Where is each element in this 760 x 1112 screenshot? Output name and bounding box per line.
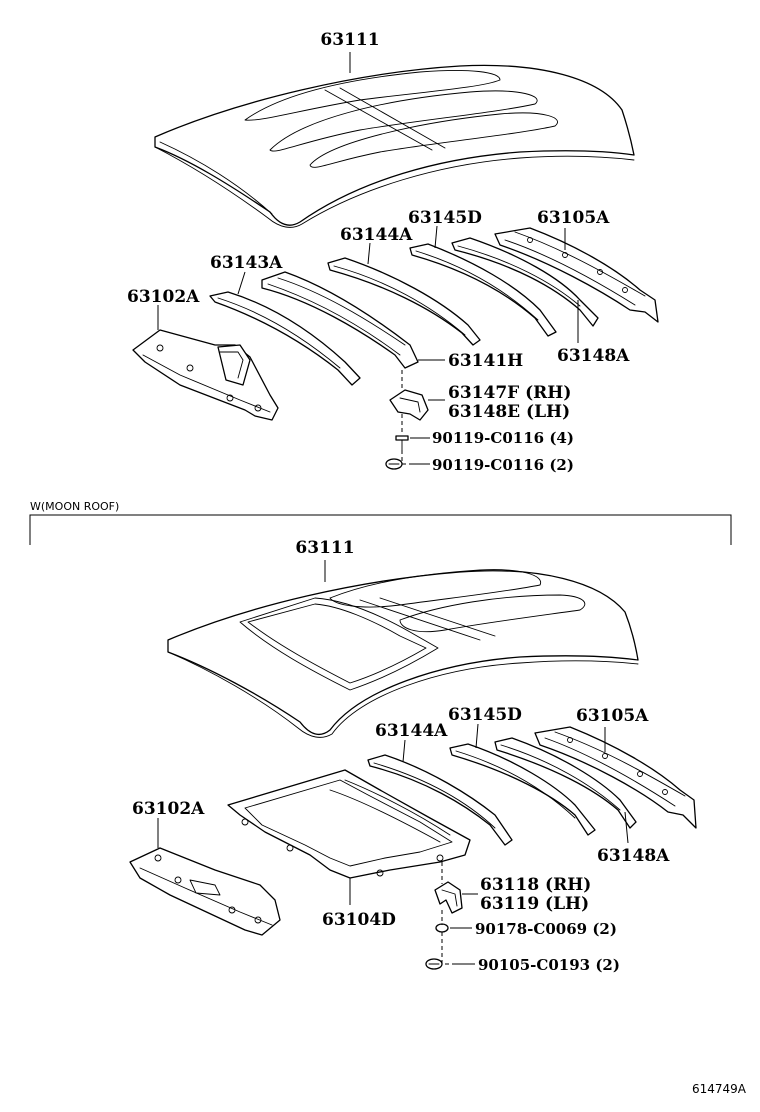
label-top-rear-header: 63102A xyxy=(127,287,200,307)
front-header-top xyxy=(494,227,659,323)
label-top-screw-2: 90119-C0116 (2) xyxy=(432,456,574,474)
clip-bottom xyxy=(435,923,472,933)
label-top-screw-1: 90119-C0116 (4) xyxy=(432,429,574,447)
figure-reference: 614749A xyxy=(692,1082,747,1096)
label-bottom-rear-header: 63102A xyxy=(132,799,205,819)
section-bracket xyxy=(29,514,732,545)
label-top-bracket-rh: 63147F (RH) xyxy=(448,383,571,403)
roof-bow-center-top xyxy=(261,271,445,369)
roof-panel-bottom xyxy=(167,560,639,738)
label-bottom-clip: 90178-C0069 (2) xyxy=(475,920,617,938)
rear-header-bottom xyxy=(129,818,281,936)
label-bottom-bracket-rh: 63118 (RH) xyxy=(480,875,591,895)
label-bottom-rail: 63148A xyxy=(597,846,670,866)
label-bottom-bracket-lh: 63119 (LH) xyxy=(480,894,589,914)
label-bottom-bow-3: 63145D xyxy=(448,705,522,725)
label-bottom-roof-panel: 63111 xyxy=(295,538,354,558)
screw-top-1 xyxy=(395,435,430,451)
roof-rail-top xyxy=(451,237,599,343)
label-top-bow-1: 63143A xyxy=(210,253,283,273)
front-header-bottom xyxy=(534,726,697,829)
label-top-roof-panel: 63111 xyxy=(320,30,379,50)
label-bottom-housing: 63104D xyxy=(322,910,396,930)
screw-top-2 xyxy=(385,450,430,470)
label-top-rail: 63148A xyxy=(557,346,630,366)
screw-bottom xyxy=(425,932,475,970)
roof-rail-bottom xyxy=(494,737,637,844)
label-top-bow-2: 63144A xyxy=(340,225,413,245)
label-top-bracket-lh: 63148E (LH) xyxy=(448,402,570,422)
label-bottom-front-header: 63105A xyxy=(576,706,649,726)
bracket-top xyxy=(389,370,445,432)
roof-bow-2-top xyxy=(327,242,481,346)
label-top-bow-3: 63145D xyxy=(408,208,482,228)
roof-bow-1-top xyxy=(209,271,361,386)
rear-header-top xyxy=(132,305,279,421)
roof-bow-3-top xyxy=(409,225,557,337)
label-top-front-header: 63105A xyxy=(537,208,610,228)
label-top-bow-center: 63141H xyxy=(448,351,523,371)
roof-panel-top xyxy=(154,52,635,228)
label-bottom-bow-2: 63144A xyxy=(375,721,448,741)
roof-bow-3-bottom xyxy=(449,723,596,836)
roof-bow-2-bottom xyxy=(367,739,513,846)
label-bottom-screw: 90105-C0193 (2) xyxy=(478,956,620,974)
moonroof-housing-bottom xyxy=(227,769,471,905)
section-caption: W(MOON ROOF) xyxy=(30,500,119,513)
bracket-bottom xyxy=(434,862,478,925)
